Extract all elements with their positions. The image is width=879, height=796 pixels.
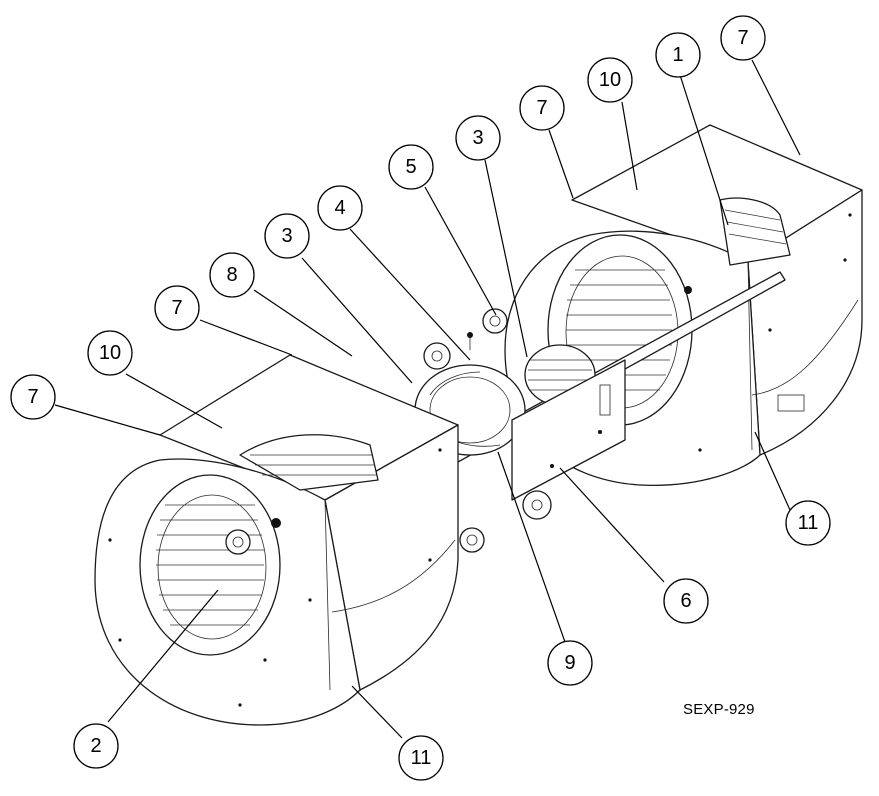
svg-text:10: 10 [99,342,121,364]
svg-text:6: 6 [680,590,691,612]
callout-7d: 7 [720,15,766,61]
callout-11a: 11 [785,500,831,546]
leader-9 [497,451,566,643]
leader-7d [751,59,801,156]
leader-1 [679,74,729,226]
svg-text:7: 7 [536,97,547,119]
callout-3a: 3 [264,213,310,259]
callout-7b: 7 [154,285,200,331]
svg-text:11: 11 [411,747,432,769]
callout-9: 9 [547,640,593,686]
svg-text:3: 3 [472,127,483,149]
callout-10a: 10 [87,330,133,376]
leader-5 [424,186,497,316]
svg-text:10: 10 [599,69,621,91]
callout-2: 2 [73,723,119,769]
svg-text:7: 7 [171,297,182,319]
leader-4 [349,228,471,361]
svg-text:1: 1 [672,44,683,66]
leader-3a [301,257,413,384]
leader-8 [253,289,353,357]
svg-text:7: 7 [737,27,748,49]
callouts: 1 2 3 3 4 5 6 7 7 7 7 8 9 10 10 11 11 [10,15,831,781]
svg-text:11: 11 [798,512,819,534]
svg-text:5: 5 [405,156,416,178]
callout-5: 5 [388,144,434,190]
leader-11b [351,685,403,739]
leader-lines [54,59,801,739]
leader-7b [199,319,293,356]
leader-10a [125,373,223,429]
callout-8: 8 [209,252,255,298]
callout-1: 1 [655,32,701,78]
leader-7c [548,129,574,199]
leader-7a [54,404,161,436]
callout-10b: 10 [587,57,633,103]
left-blower-housing [94,354,459,726]
leader-10b [621,101,638,191]
callout-3b: 3 [455,115,501,161]
leader-11a [754,431,791,511]
callout-7a: 7 [10,374,56,420]
svg-text:2: 2 [90,735,101,757]
callout-4: 4 [317,185,363,231]
leader-3b [484,159,528,358]
svg-text:4: 4 [334,197,345,219]
svg-text:3: 3 [281,225,292,247]
svg-text:7: 7 [27,386,38,408]
callout-6: 6 [663,578,709,624]
leader-6 [559,467,665,583]
callout-11b: 11 [398,735,444,781]
leader-2 [107,589,219,723]
drawing-reference-code: SEXP-929 [683,701,755,718]
callout-7c: 7 [519,85,565,131]
svg-text:9: 9 [564,652,575,674]
svg-text:8: 8 [226,264,237,286]
